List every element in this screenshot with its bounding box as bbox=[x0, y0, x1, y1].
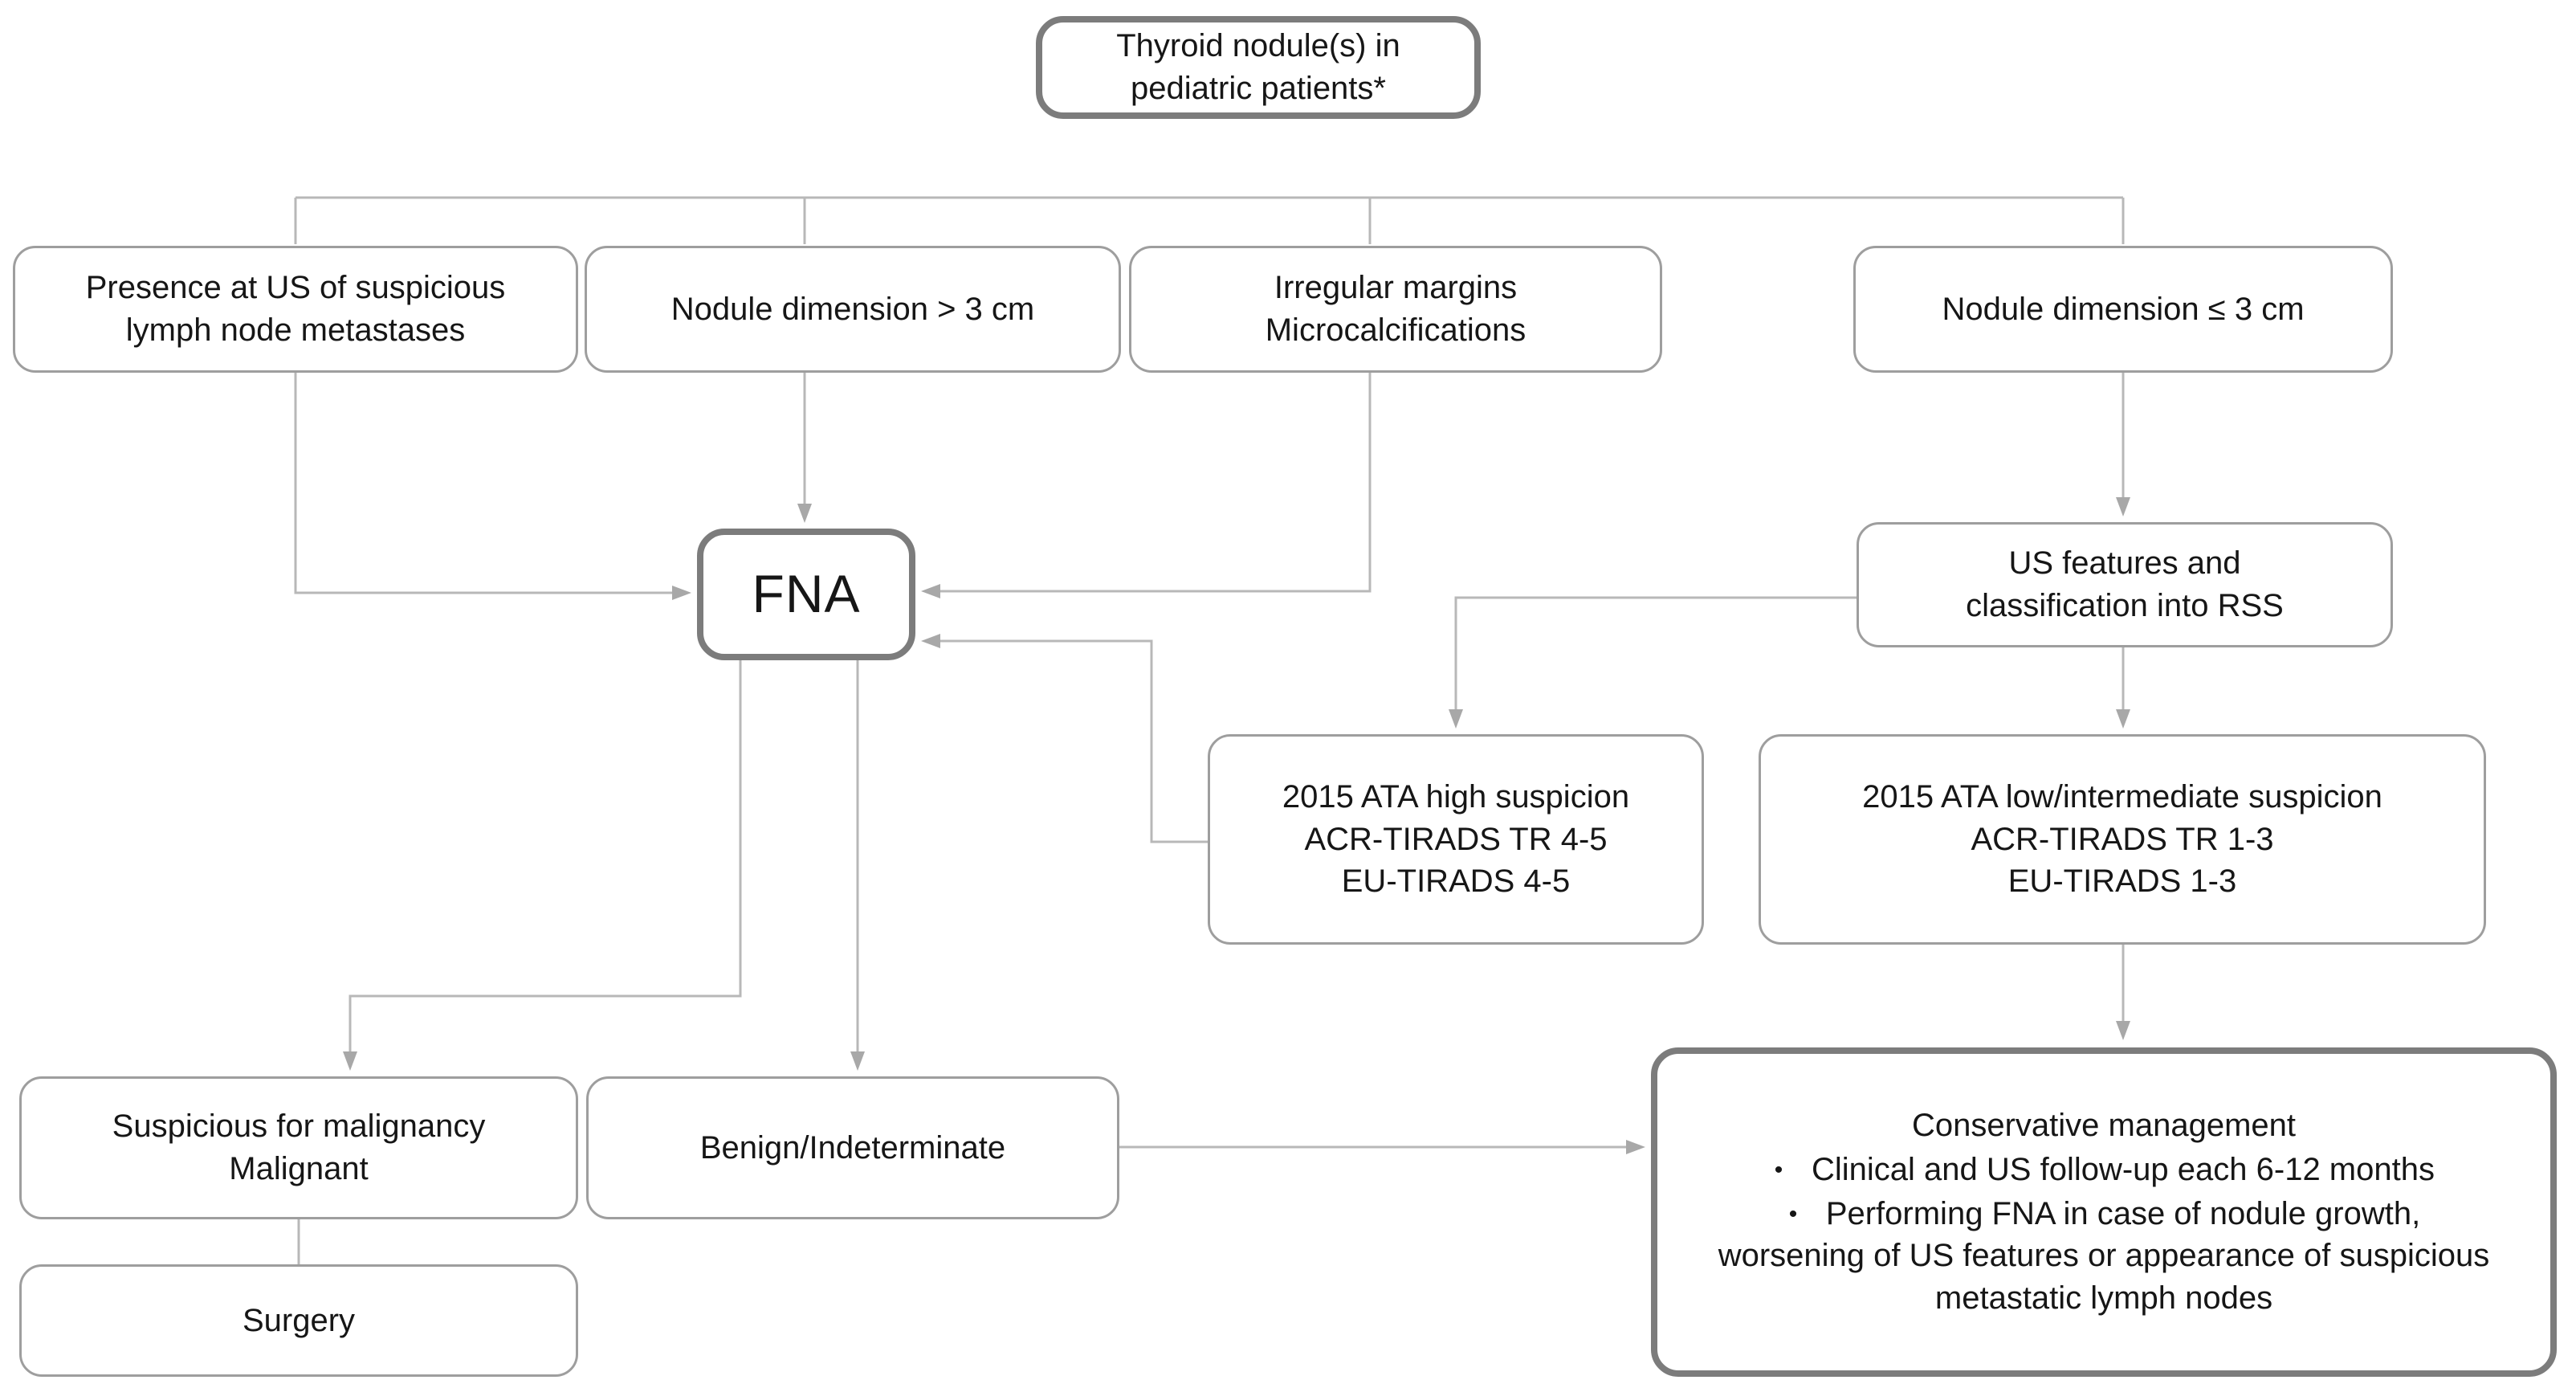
node-suspicious-malignant: Suspicious for malignancy Malignant bbox=[19, 1076, 578, 1219]
node-label: pediatric patients* bbox=[1131, 71, 1386, 106]
node-label: FNA bbox=[752, 564, 861, 624]
node-label: 2015 ATA low/intermediate suspicion bbox=[1862, 778, 2382, 815]
node-label: Surgery bbox=[242, 1302, 356, 1338]
node-label: EU-TIRADS 1-3 bbox=[2007, 864, 2237, 900]
conservative-bullet-list: • Clinical and US follow-up each 6-12 mon… bbox=[1710, 1149, 2497, 1320]
node-surgery: Surgery bbox=[19, 1264, 578, 1377]
node-label: Nodule dimension > 3 cm bbox=[670, 291, 1035, 327]
node-fna: FNA bbox=[697, 529, 915, 660]
node-irregular-margins: Irregular margins Microcalcifications bbox=[1129, 246, 1662, 373]
node-benign-indeterminate: Benign/Indeterminate bbox=[586, 1076, 1119, 1219]
node-ata-low-intermediate: 2015 ATA low/intermediate suspicion ACR-… bbox=[1759, 734, 2486, 945]
node-label: Irregular margins bbox=[1274, 270, 1518, 306]
node-nodule-dimension-gt3: Nodule dimension > 3 cm bbox=[585, 246, 1121, 373]
node-label: Suspicious for malignancy bbox=[112, 1108, 486, 1145]
conservative-title: Conservative management bbox=[1911, 1108, 2297, 1143]
node-label: lymph node metastases bbox=[125, 312, 466, 348]
node-label: Presence at US of suspicious bbox=[85, 270, 506, 306]
node-label: Microcalcifications bbox=[1265, 312, 1526, 348]
node-label: Malignant bbox=[229, 1151, 369, 1186]
node-label: EU-TIRADS 4-5 bbox=[1341, 864, 1571, 900]
node-label: ACR-TIRADS TR 4-5 bbox=[1304, 821, 1608, 857]
node-label: Benign/Indeterminate bbox=[699, 1129, 1006, 1166]
node-label: ACR-TIRADS TR 1-3 bbox=[1971, 821, 2274, 857]
connector-irregular-to-fna bbox=[921, 373, 1372, 598]
bullet-text: Performing FNA in case of nodule growth,… bbox=[1718, 1195, 2490, 1317]
list-item: •Performing FNA in case of nodule growth… bbox=[1710, 1193, 2497, 1320]
node-label: Nodule dimension ≤ 3 cm bbox=[1942, 291, 2305, 327]
node-label: Thyroid nodule(s) in bbox=[1116, 28, 1400, 64]
node-conservative-management: Conservative management • Clinical and US… bbox=[1651, 1047, 2557, 1377]
node-nodule-dimension-le3: Nodule dimension ≤ 3 cm bbox=[1853, 246, 2393, 373]
node-us-features-rss: US features and classification into RSS bbox=[1857, 522, 2393, 647]
connector-ata-high-to-fna bbox=[921, 634, 1208, 843]
node-thyroid-nodules: Thyroid nodule(s) in pediatric patients* bbox=[1036, 16, 1481, 119]
connector-us-features-to-ata-high bbox=[1449, 596, 1857, 729]
bullet-text: Clinical and US follow-up each 6-12 mont… bbox=[1812, 1151, 2435, 1187]
node-ata-high-suspicion: 2015 ATA high suspicion ACR-TIRADS TR 4-… bbox=[1208, 734, 1704, 945]
bullet-icon: • bbox=[1774, 1156, 1783, 1183]
node-presence-suspicious-lymph: Presence at US of suspicious lymph node … bbox=[13, 246, 578, 373]
list-item: • Clinical and US follow-up each 6-12 mon… bbox=[1710, 1149, 2497, 1191]
node-label: US features and bbox=[2008, 545, 2241, 582]
connector-presence-to-fna bbox=[294, 373, 691, 600]
node-label: classification into RSS bbox=[1966, 588, 2284, 623]
connector-fna-to-suspicious bbox=[343, 660, 742, 1071]
bullet-icon: • bbox=[1788, 1200, 1798, 1227]
node-label: 2015 ATA high suspicion bbox=[1282, 778, 1630, 815]
